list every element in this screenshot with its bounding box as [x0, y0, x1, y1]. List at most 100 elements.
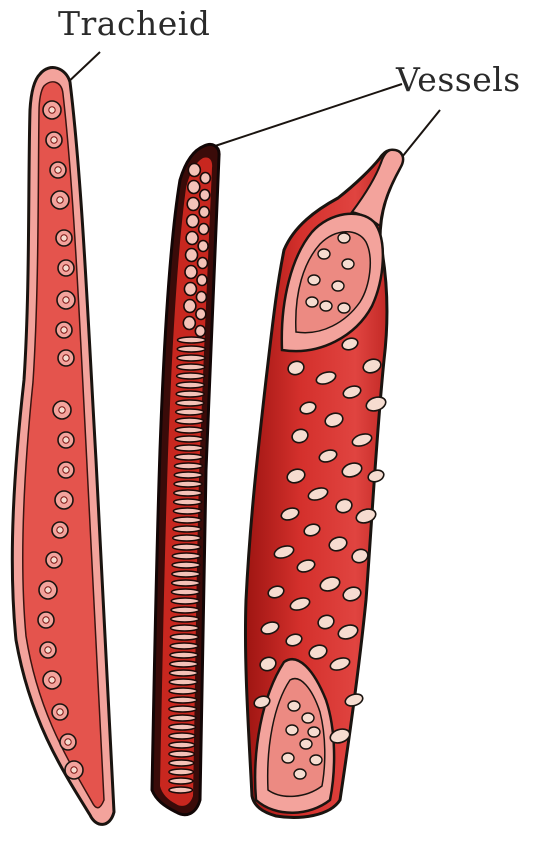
narrow-vessel-scalariform-bar	[169, 679, 197, 685]
narrow-vessel-scalariform-bar	[172, 562, 200, 568]
narrow-vessel-scalariform-bar	[172, 571, 200, 577]
narrow-vessel-scalariform-bar	[171, 616, 199, 622]
narrow-vessel-scalariform-bar	[171, 607, 199, 613]
vessels-label: Vessels	[396, 60, 521, 99]
narrow-vessel-pit	[184, 300, 196, 313]
tracheid-pit-aperture	[61, 497, 67, 503]
tracheid-pit-aperture	[51, 557, 57, 563]
narrow-vessel-scalariform-bar	[171, 589, 199, 595]
narrow-vessel-pit	[183, 317, 195, 330]
narrow-vessel-scalariform-bar	[170, 634, 198, 640]
perforation-pit	[288, 701, 300, 711]
narrow-vessel-scalariform-bar	[170, 661, 198, 667]
tracheid-pit-aperture	[63, 297, 69, 303]
narrow-vessel-scalariform-bar	[176, 418, 204, 424]
narrow-vessel-scalariform-bar	[174, 490, 202, 496]
tracheid-pit-aperture	[43, 617, 49, 623]
perforation-pit	[338, 303, 350, 313]
perforation-pit	[302, 713, 314, 723]
narrow-vessel-scalariform-bar	[169, 706, 197, 712]
narrow-vessel-pit	[186, 232, 198, 245]
narrow-vessel-scalariform-bar	[176, 382, 204, 388]
tracheid-pit-aperture	[57, 709, 63, 715]
narrow-vessel-scalariform-bar	[173, 508, 201, 514]
narrow-vessel-pit	[187, 215, 199, 228]
narrow-vessel-pit	[188, 164, 200, 177]
narrow-vessel-scalariform-bar	[177, 355, 205, 361]
narrow-vessel-pit	[187, 198, 199, 211]
narrow-vessel-pit	[198, 241, 208, 252]
tracheid-cell	[12, 68, 114, 825]
narrow-vessel-scalariform-bar	[171, 625, 199, 631]
narrow-vessel-pit	[196, 309, 206, 320]
narrow-vessel-scalariform-bar	[169, 697, 197, 703]
perforation-pit	[308, 727, 320, 737]
wide-vessel-element	[245, 150, 402, 817]
tracheid-pit-aperture	[63, 265, 69, 271]
narrow-vessel-scalariform-bar	[170, 670, 198, 676]
narrow-vessel-scalariform-bar	[170, 652, 198, 658]
narrow-vessel-scalariform-bar	[171, 598, 199, 604]
narrow-vessel-scalariform-bar	[174, 472, 202, 478]
perforation-pit	[300, 739, 312, 749]
narrow-vessel-scalariform-bar	[175, 427, 203, 433]
narrow-vessel-pit	[199, 207, 209, 218]
perforation-pit	[342, 259, 354, 269]
narrow-vessel-pit	[196, 292, 206, 303]
narrow-vessel-scalariform-bar	[174, 463, 202, 469]
tracheid-pit-aperture	[57, 197, 63, 203]
tracheid-pit-aperture	[57, 527, 63, 533]
narrow-vessel-scalariform-bar	[169, 742, 195, 748]
narrow-vessel-pit	[185, 266, 197, 279]
perforation-pit	[306, 297, 318, 307]
tracheid-label: Tracheid	[58, 4, 210, 43]
tracheid-pit-aperture	[51, 137, 57, 143]
narrow-vessel-scalariform-bar	[177, 346, 205, 352]
narrow-vessel-pit	[200, 190, 210, 201]
narrow-vessel-pit	[195, 326, 205, 337]
perforation-pit	[318, 249, 330, 259]
tracheid-pit-aperture	[49, 107, 55, 113]
narrow-vessel-scalariform-bar	[169, 751, 194, 757]
narrow-vessel-element	[152, 144, 219, 814]
narrow-vessel-scalariform-bar	[173, 535, 201, 541]
narrow-vessel-pit	[184, 283, 196, 296]
narrow-vessel-scalariform-bar	[177, 337, 205, 343]
tracheid-pit-aperture	[61, 327, 67, 333]
tracheid-pit-aperture	[59, 407, 65, 413]
tracheid-pit-aperture	[63, 355, 69, 361]
narrow-vessel-scalariform-bar	[175, 445, 203, 451]
narrow-vessel-pit	[198, 258, 208, 269]
narrow-vessel-scalariform-bar	[177, 373, 205, 379]
narrow-vessel-scalariform-bar	[169, 778, 193, 784]
narrow-vessel-pit	[200, 173, 210, 184]
narrow-vessel-scalariform-bar	[169, 715, 196, 721]
tracheid-pit-aperture	[63, 437, 69, 443]
narrow-vessel-scalariform-bar	[169, 688, 197, 694]
narrow-vessel-pit	[197, 275, 207, 286]
narrow-vessel-scalariform-bar	[169, 769, 193, 775]
narrow-vessel-pit	[188, 181, 200, 194]
tracheid-pit-aperture	[45, 647, 51, 653]
perforation-pit	[282, 753, 294, 763]
tracheid-pit-aperture	[55, 167, 61, 173]
narrow-vessel-scalariform-bar	[173, 544, 201, 550]
vessel-leader-line-2	[398, 110, 440, 162]
narrow-vessel-scalariform-bar	[169, 733, 195, 739]
narrow-vessel-scalariform-bar	[176, 391, 204, 397]
narrow-vessel-scalariform-bar	[169, 724, 196, 730]
narrow-vessel-scalariform-bar	[169, 760, 194, 766]
narrow-vessel-scalariform-bar	[176, 409, 204, 415]
perforation-pit	[310, 755, 322, 765]
perforation-pit	[308, 275, 320, 285]
tracheid-pit-aperture	[45, 587, 51, 593]
narrow-vessel-scalariform-bar	[177, 364, 205, 370]
narrow-vessel-scalariform-bar	[172, 553, 200, 559]
narrow-vessel-pit	[199, 224, 209, 235]
tracheid-pit-aperture	[61, 235, 67, 241]
perforation-pit	[320, 301, 332, 311]
narrow-vessel-scalariform-bar	[174, 481, 202, 487]
perforation-pit	[338, 233, 350, 243]
